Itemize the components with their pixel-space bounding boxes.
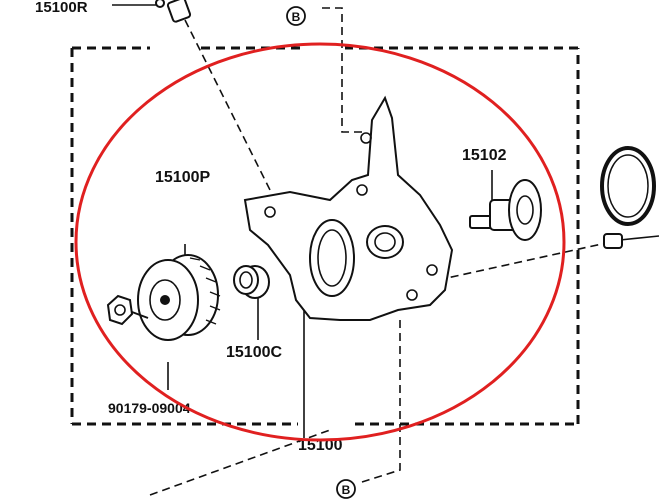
part-15100c-seal xyxy=(233,265,270,299)
ref-b-bottom: B xyxy=(336,479,356,499)
part-15100r-stud xyxy=(155,0,192,23)
assembly-boundary xyxy=(70,46,580,426)
label-15100p: 15100P xyxy=(155,169,210,186)
label-15100r: 15100R xyxy=(35,0,88,16)
label-15102: 15102 xyxy=(462,147,507,164)
ref-b-top: B xyxy=(286,6,306,26)
highlight-ellipse xyxy=(74,42,566,442)
ref-b-bottom-text: B xyxy=(342,483,351,497)
part-15102-shaft xyxy=(469,179,542,241)
part-plug xyxy=(603,233,623,249)
part-15100-housing xyxy=(243,95,454,321)
part-90179-09004-bolt xyxy=(106,294,149,326)
ref-b-top-text: B xyxy=(292,10,301,24)
label-90179-09004: 90179-09004 xyxy=(108,400,191,416)
label-15100c: 15100C xyxy=(226,344,282,361)
part-15100p-gear xyxy=(137,254,221,341)
part-o-ring xyxy=(600,146,656,226)
